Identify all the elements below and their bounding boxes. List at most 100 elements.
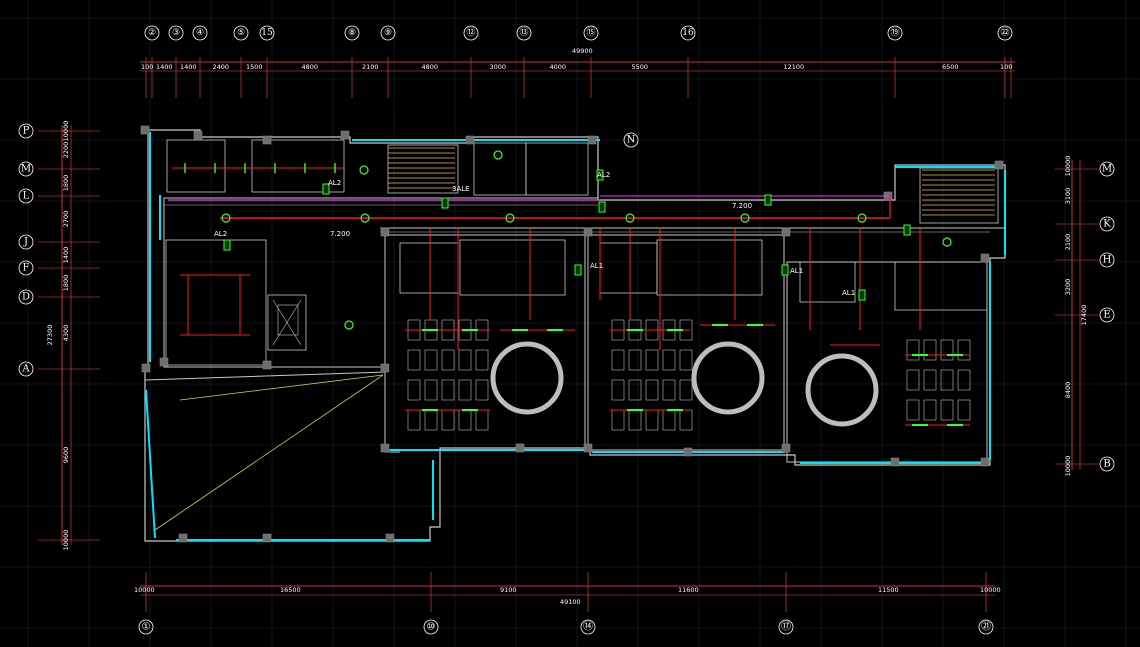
axis-bubble-top bbox=[168, 25, 184, 41]
right-dim-text: 2100 bbox=[1064, 234, 1072, 251]
bottom-dim-text: 11500 bbox=[878, 586, 899, 594]
axis-bubble-top bbox=[997, 25, 1013, 41]
desk bbox=[906, 399, 920, 421]
ring-seating bbox=[805, 353, 879, 427]
right-dim-text: 3200 bbox=[1064, 279, 1072, 296]
desk bbox=[662, 409, 676, 431]
elevator-x bbox=[272, 299, 302, 346]
desk bbox=[441, 349, 455, 371]
desk bbox=[923, 399, 937, 421]
desk bbox=[441, 379, 455, 401]
structural-column bbox=[262, 360, 272, 370]
structural-column bbox=[515, 443, 525, 453]
structural-column bbox=[380, 227, 390, 237]
structural-column bbox=[262, 533, 272, 543]
axis-bubble-bottom bbox=[978, 619, 994, 635]
bottom-dim-text: 10000 bbox=[134, 586, 155, 594]
axis-bubble-right bbox=[1099, 252, 1115, 268]
left-dim-text: 9600 bbox=[62, 447, 70, 464]
toilet-room-3 bbox=[894, 261, 988, 311]
axis-label-bottom: ① bbox=[142, 622, 151, 633]
axis-label-top: 16 bbox=[682, 28, 694, 38]
panel-label-3ale: 3ALE bbox=[452, 185, 470, 193]
left-dim-text: 2700 bbox=[62, 211, 70, 228]
desk bbox=[424, 349, 438, 371]
axis-label-top: ⑫ bbox=[466, 27, 475, 38]
ring-inner bbox=[813, 361, 871, 419]
panel-label-al2-a: AL2 bbox=[214, 230, 227, 238]
light-fixture bbox=[221, 213, 231, 223]
light-fixture bbox=[493, 150, 503, 160]
desk bbox=[923, 339, 937, 361]
electrical-layout bbox=[172, 150, 970, 426]
bottom-dim-text: 11600 bbox=[678, 586, 699, 594]
desk bbox=[906, 339, 920, 361]
axis-bubble-top bbox=[463, 25, 479, 41]
axis-bubble-top bbox=[680, 25, 696, 41]
bottom-dim-text: 16500 bbox=[280, 586, 301, 594]
elevator-shaft bbox=[267, 294, 307, 351]
desk bbox=[475, 349, 489, 371]
light-fixture bbox=[344, 320, 354, 330]
desk bbox=[628, 349, 642, 371]
axis-bubble-right bbox=[1099, 456, 1115, 472]
ring-inner bbox=[498, 349, 556, 407]
distribution-panel bbox=[598, 201, 606, 213]
axis-bubble-right bbox=[1099, 307, 1115, 323]
axis-label-top: ⑬ bbox=[519, 27, 528, 38]
right-dim-text: 10000 bbox=[1064, 156, 1072, 177]
office-room-2 bbox=[251, 139, 345, 193]
axis-label-bottom: ⑰ bbox=[781, 621, 791, 633]
structural-column bbox=[178, 533, 188, 543]
axis-label-top: ② bbox=[148, 28, 156, 38]
axis-label-left: F bbox=[23, 263, 30, 274]
axis-bubble-left bbox=[18, 289, 34, 305]
axis-bubble-left bbox=[18, 188, 34, 204]
floor-plan bbox=[140, 125, 1006, 543]
distribution-panel bbox=[441, 197, 449, 209]
desk bbox=[662, 379, 676, 401]
structural-column bbox=[140, 125, 150, 135]
axis-label-bottom: ㉑ bbox=[981, 621, 991, 633]
structural-column bbox=[380, 363, 390, 373]
desk bbox=[458, 409, 472, 431]
axis-bubble-right bbox=[1099, 161, 1115, 177]
top-dim-text: 2400 bbox=[213, 63, 230, 71]
stairs-group bbox=[387, 144, 999, 224]
axis-label-top: ⑧ bbox=[348, 28, 356, 38]
desk bbox=[679, 379, 693, 401]
axis-bubble-bottom bbox=[423, 619, 439, 635]
structural-column bbox=[587, 135, 597, 145]
axis-label-top: ⑤ bbox=[237, 28, 245, 38]
axis-label-right: K bbox=[1103, 219, 1111, 230]
axis-label-left: M bbox=[21, 164, 31, 175]
desk bbox=[662, 349, 676, 371]
axis-label-left: J bbox=[23, 237, 28, 248]
structural-column bbox=[262, 135, 272, 145]
top-dim-text: 4800 bbox=[302, 63, 319, 71]
axis-label-top: ③ bbox=[172, 28, 180, 38]
panel-label-al1-c: AL1 bbox=[842, 289, 855, 297]
desk bbox=[475, 379, 489, 401]
bottom-dim-text: 9100 bbox=[500, 586, 517, 594]
classroom-block-1 bbox=[384, 234, 586, 451]
top-dim-text: 6500 bbox=[942, 63, 959, 71]
structural-column bbox=[980, 253, 990, 263]
left-dim-text: 2200 bbox=[62, 142, 70, 159]
light-fixture bbox=[942, 237, 952, 247]
room-north-1 bbox=[473, 142, 527, 196]
desk bbox=[679, 349, 693, 371]
axis-bubble-top bbox=[144, 25, 160, 41]
desk bbox=[679, 409, 693, 431]
desk bbox=[611, 349, 625, 371]
axis-bubble-right bbox=[1099, 216, 1115, 232]
top-dim-text: 5500 bbox=[632, 63, 649, 71]
desk bbox=[458, 349, 472, 371]
axis-bubble-left bbox=[18, 361, 34, 377]
desk bbox=[407, 379, 421, 401]
left-dim-text: 10000 bbox=[62, 121, 70, 142]
desk bbox=[906, 369, 920, 391]
top-dim-text: 1400 bbox=[156, 63, 173, 71]
